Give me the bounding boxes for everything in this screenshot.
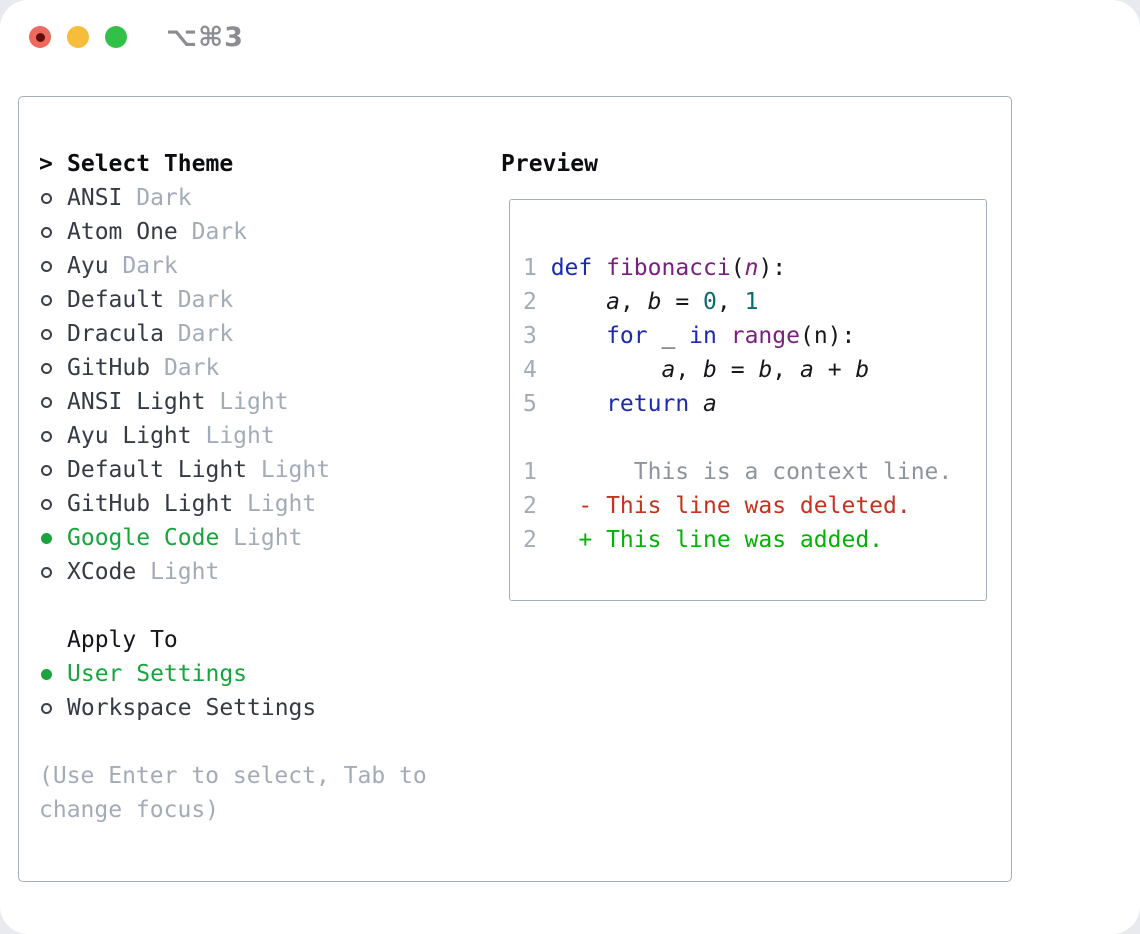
apply-target-user-settings[interactable]: User Settings (39, 657, 427, 691)
diff-deleted-line: 2 - This line was deleted. (523, 493, 911, 519)
radio-icon (41, 702, 52, 714)
preview-title: Preview (501, 151, 598, 177)
window-titlebar: ⌥⌘3 (0, 0, 1140, 74)
close-button[interactable] (29, 26, 51, 48)
window-title: ⌥⌘3 (166, 22, 244, 53)
theme-item-ayu-dark[interactable]: Ayu Dark (39, 249, 427, 283)
theme-item-github-dark[interactable]: GitHub Dark (39, 351, 427, 385)
code-line: 4 a, b = b, a + b (523, 357, 870, 383)
theme-list-pane: > Select Theme ANSI Dark Atom One Dark A… (39, 147, 427, 827)
radio-icon (41, 192, 52, 204)
select-theme-header: > Select Theme (39, 147, 427, 181)
theme-item-xcode[interactable]: XCode Light (39, 555, 427, 589)
spacer-row (39, 589, 427, 623)
radio-icon (41, 226, 52, 238)
spacer-row (39, 725, 427, 759)
theme-item-google-code[interactable]: Google Code Light (39, 521, 427, 555)
theme-item-default-dark[interactable]: Default Dark (39, 283, 427, 317)
code-line: 2 a, b = 0, 1 (523, 289, 759, 315)
selection-caret-icon: > (39, 151, 53, 177)
theme-item-atom-one-dark[interactable]: Atom One Dark (39, 215, 427, 249)
minimize-button[interactable] (67, 26, 89, 48)
select-theme-title: Select Theme (67, 151, 234, 177)
diff-added-line: 2 + This line was added. (523, 527, 884, 553)
radio-icon (41, 498, 52, 510)
apply-target-workspace-settings[interactable]: Workspace Settings (39, 691, 427, 725)
radio-icon (41, 362, 52, 374)
radio-icon (41, 260, 52, 272)
close-dot-icon (35, 32, 45, 42)
radio-icon (41, 464, 52, 476)
preview-pane: 1 def fibonacci(n): 2 a, b = 0, 1 3 for … (509, 199, 987, 601)
zoom-button[interactable] (105, 26, 127, 48)
code-line: 3 for _ in range(n): (523, 323, 856, 349)
keyboard-hint-line-1: (Use Enter to select, Tab to (39, 763, 427, 789)
radio-icon (41, 430, 52, 442)
radio-icon (41, 396, 52, 408)
radio-selected-icon (41, 532, 52, 544)
theme-item-dracula-dark[interactable]: Dracula Dark (39, 317, 427, 351)
code-line: 5 return a (523, 391, 717, 417)
radio-icon (41, 566, 52, 578)
theme-picker-panel: > Select Theme ANSI Dark Atom One Dark A… (18, 96, 1012, 882)
blank-line (523, 421, 986, 455)
theme-item-ayu-light[interactable]: Ayu Light Light (39, 419, 427, 453)
apply-to-header: Apply To (39, 623, 427, 657)
diff-context-line: 1 This is a context line. (523, 459, 953, 485)
apply-to-title: Apply To (67, 627, 178, 653)
radio-selected-icon (41, 668, 52, 680)
traffic-lights (29, 26, 127, 48)
code-line: 1 def fibonacci(n): (523, 255, 787, 281)
radio-icon (41, 294, 52, 306)
theme-item-default-light[interactable]: Default Light Light (39, 453, 427, 487)
theme-item-ansi-dark[interactable]: ANSI Dark (39, 181, 427, 215)
radio-icon (41, 328, 52, 340)
keyboard-hint-line-2: change focus) (39, 797, 220, 823)
theme-item-github-light[interactable]: GitHub Light Light (39, 487, 427, 521)
theme-item-ansi-light[interactable]: ANSI Light Light (39, 385, 427, 419)
